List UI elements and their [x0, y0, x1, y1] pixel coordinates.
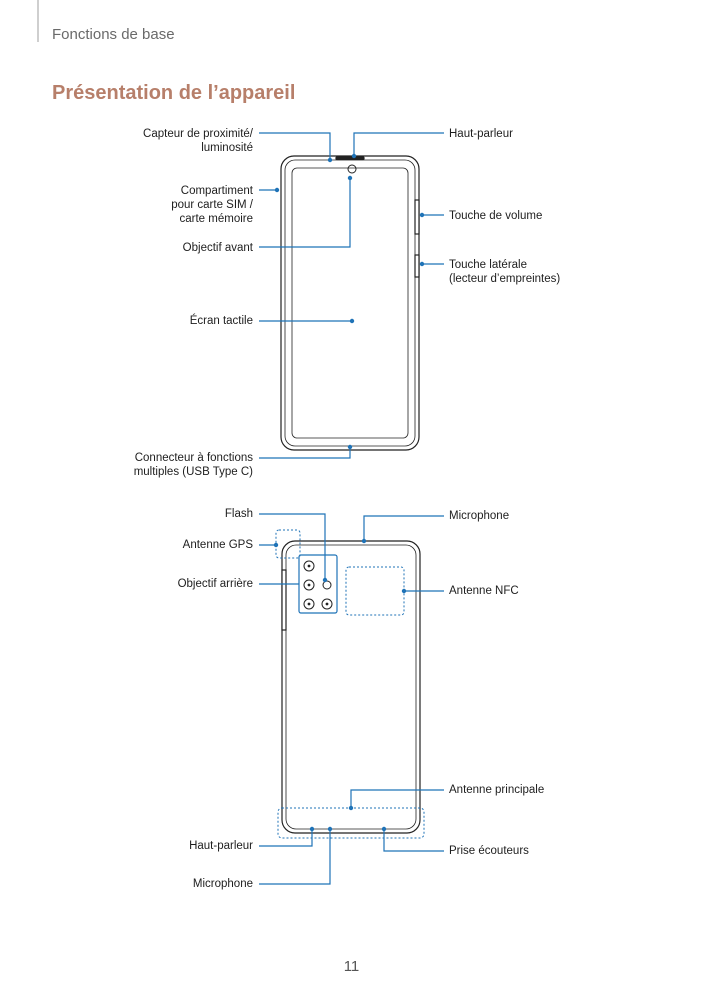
rear-camera-1: [303, 560, 315, 572]
label-touchscreen: Écran tactile: [189, 315, 253, 327]
dot-flash: [322, 577, 328, 583]
dot-touchscreen: [349, 318, 355, 324]
leader-headset-jack: [383, 829, 444, 852]
label-proximity-sensor-text: Capteur de proximité/ luminosité: [143, 128, 253, 154]
side-key-shape: [414, 254, 420, 278]
label-earpiece: Haut-parleur: [449, 128, 513, 140]
front-screen: [291, 167, 409, 439]
label-usb-connector: Connecteur à fonctions multiples (USB Ty…: [134, 451, 253, 479]
dot-speaker: [309, 826, 315, 832]
volume-key-shape: [414, 199, 420, 235]
leader-main-antenna: [350, 789, 444, 808]
dot-gps: [273, 542, 279, 548]
dot-front-camera: [347, 175, 353, 181]
dot-nfc: [401, 588, 407, 594]
label-proximity-sensor: Capteur de proximité/ luminosité: [143, 127, 253, 155]
leader-microphone-bottom: [259, 829, 331, 885]
back-device-inner: [285, 544, 417, 830]
nfc-antenna-zone: [345, 566, 405, 616]
flash-shape: [322, 580, 332, 590]
dot-sim: [274, 187, 280, 193]
label-gps-antenna: Antenne GPS: [182, 539, 253, 551]
label-rear-camera: Objectif arrière: [177, 578, 253, 590]
page-number: 11: [343, 958, 360, 975]
gps-antenna-zone: [275, 529, 301, 559]
page-title: Présentation de l’appareil: [52, 82, 296, 104]
label-usb-connector-text: Connecteur à fonctions multiples (USB Ty…: [133, 452, 253, 478]
back-side-key-shape: [281, 569, 287, 631]
back-device-outer: [281, 540, 421, 834]
leader-speaker: [259, 829, 313, 847]
back-device: [281, 540, 421, 834]
leader-flash: [259, 513, 326, 580]
front-callout-dots: [274, 153, 425, 450]
label-speaker: Haut-parleur: [189, 840, 253, 852]
label-volume-key: Touche de volume: [449, 210, 543, 222]
earpiece-slot: [335, 156, 365, 161]
rear-camera-3: [303, 598, 315, 610]
dot-main-antenna: [348, 805, 354, 811]
leader-usb: [259, 447, 351, 459]
back-callouts: [259, 513, 444, 885]
dot-headset-jack: [381, 826, 387, 832]
label-microphone-top: Microphone: [449, 510, 510, 522]
rear-camera-2: [303, 579, 315, 591]
label-main-antenna: Antenne principale: [449, 784, 545, 796]
dot-volume: [419, 212, 425, 218]
dot-side-key: [419, 261, 425, 267]
label-microphone-bottom: Microphone: [192, 878, 253, 890]
leader-microphone-top: [363, 515, 444, 541]
label-side-key-text: Touche latérale (lecteur d’empreintes): [449, 259, 561, 285]
back-camera-dots: [307, 564, 329, 606]
back-callout-dots: [273, 538, 407, 832]
label-headset-jack: Prise écouteurs: [449, 845, 529, 857]
label-front-camera: Objectif avant: [182, 242, 253, 254]
rear-camera-4: [321, 598, 333, 610]
back-zones: [275, 529, 425, 839]
header-rule: [37, 0, 39, 42]
label-nfc-antenna: Antenne NFC: [449, 585, 519, 597]
dot-proximity: [327, 157, 333, 163]
label-flash: Flash: [224, 508, 253, 520]
label-sim-tray-text: Compartiment pour carte SIM / carte mémo…: [171, 185, 253, 225]
front-callouts: [259, 132, 444, 459]
front-camera-hole: [347, 164, 357, 174]
section-header: Fonctions de base: [52, 26, 175, 43]
leader-earpiece: [353, 132, 444, 156]
leader-proximity: [259, 132, 331, 160]
leader-front-camera: [259, 178, 351, 248]
dot-microphone-bottom: [327, 826, 333, 832]
dot-usb: [347, 444, 353, 450]
label-side-key: Touche latérale (lecteur d’empreintes): [449, 258, 560, 286]
dot-microphone-top: [361, 538, 367, 544]
label-sim-tray: Compartiment pour carte SIM / carte mémo…: [171, 184, 253, 226]
dot-earpiece: [351, 153, 357, 159]
